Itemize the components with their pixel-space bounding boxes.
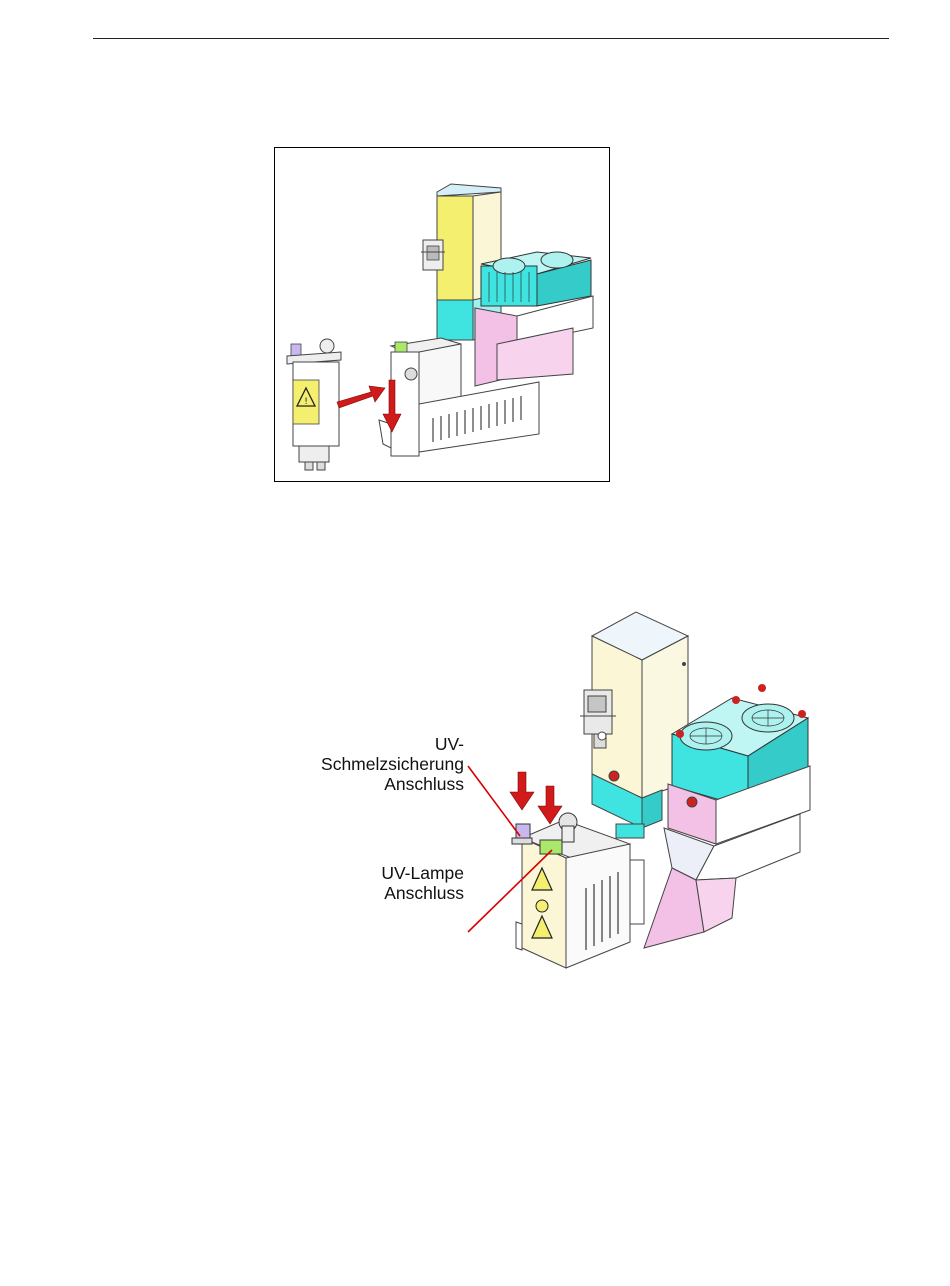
callout-line: Anschluss: [290, 883, 464, 903]
callout-lamp-connector: UV-Lampe Anschluss: [290, 863, 464, 903]
leader-line-lamp: [468, 850, 552, 932]
callout-line: UV-Lampe: [290, 863, 464, 883]
callout-line: UV-: [250, 734, 464, 754]
callout-line: Schmelzsicherung: [250, 754, 464, 774]
callout-fuse-connector: UV- Schmelzsicherung Anschluss: [250, 734, 464, 794]
callout-line: Anschluss: [250, 774, 464, 794]
leader-line-fuse: [468, 766, 520, 836]
